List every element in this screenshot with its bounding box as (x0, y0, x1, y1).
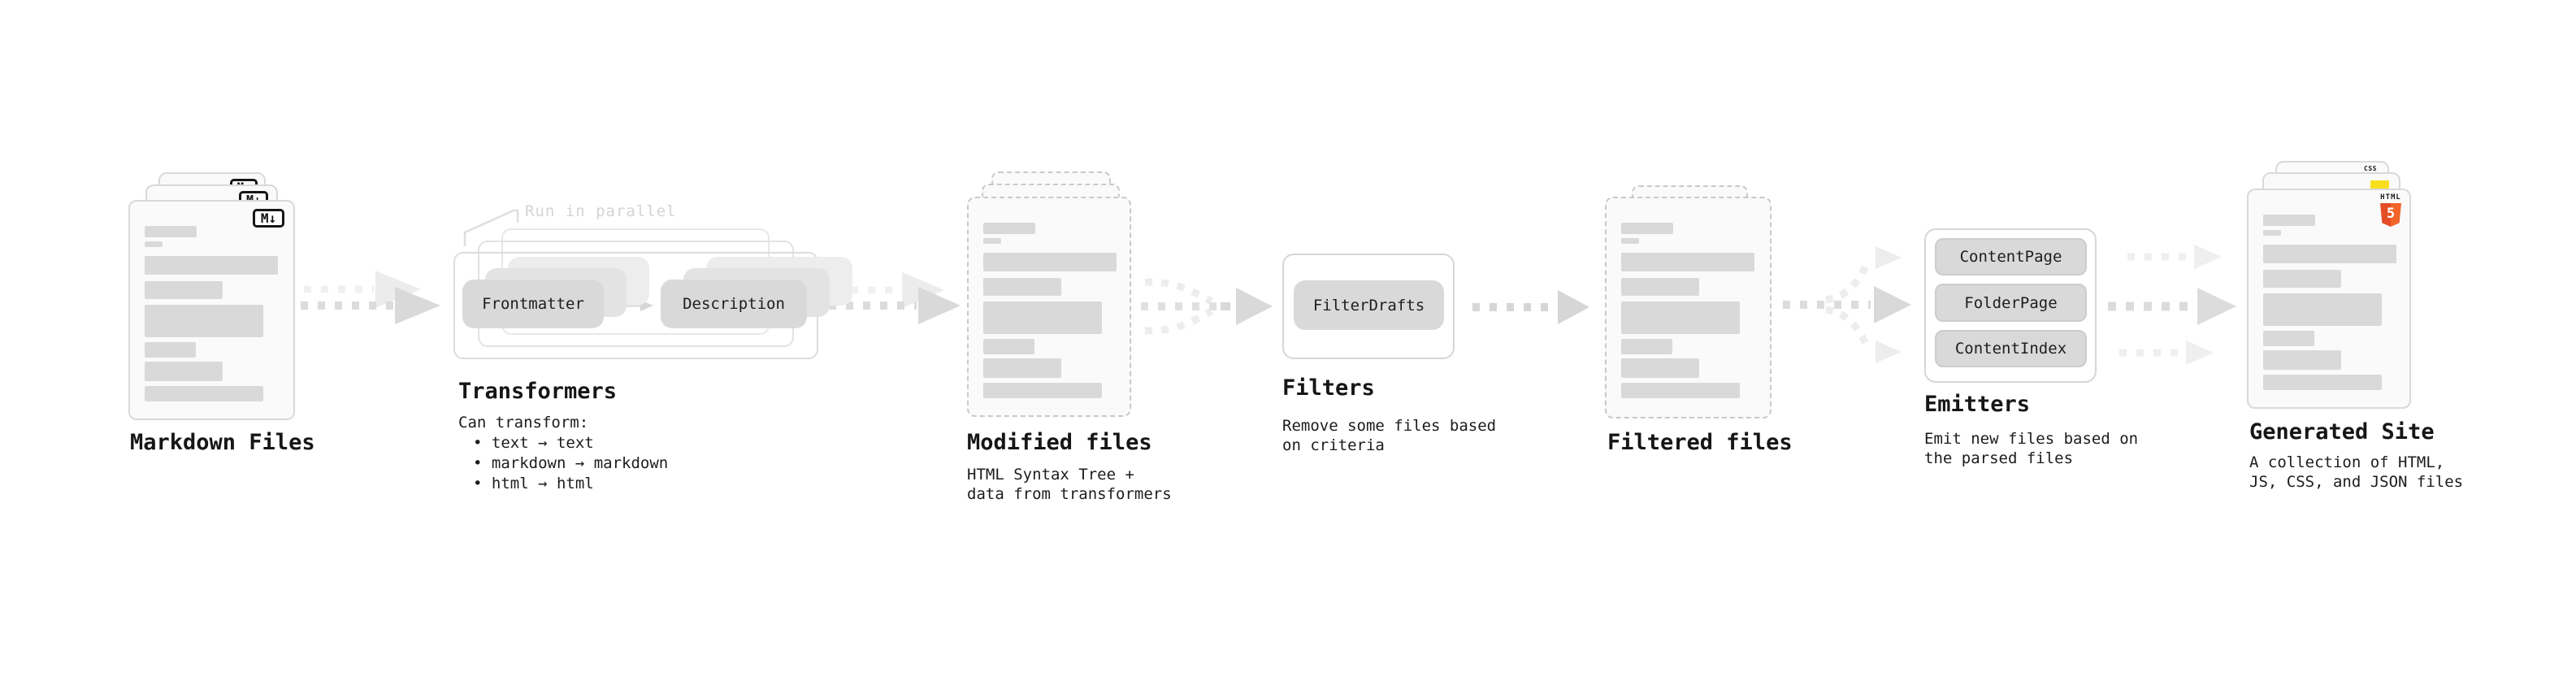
skeleton-bar (983, 223, 1035, 234)
arrow-emitters-to-site-bottom (2119, 340, 2214, 365)
skeleton-bar (1621, 301, 1740, 334)
html5-number: 5 (2386, 205, 2396, 222)
skeleton-bar (1621, 223, 1673, 234)
modified-file-card-front (967, 197, 1131, 417)
skeleton-bar (2263, 270, 2341, 288)
skeleton-bar (2263, 350, 2341, 370)
arrow-markdown-to-transformers (301, 271, 440, 324)
arrow-filters-to-filtered (1472, 290, 1589, 324)
skeleton-bar (145, 386, 263, 401)
folder-page-pill-label: FolderPage (1964, 293, 2058, 312)
run-in-parallel-note: Run in parallel (525, 202, 677, 220)
skeleton-bar (1621, 358, 1699, 378)
filter-drafts-pill-label: FilterDrafts (1312, 296, 1425, 314)
transform-bullet: • text → text (473, 434, 594, 452)
arrow-emitters-to-site-middle (2108, 288, 2236, 325)
skeleton-bar (145, 305, 263, 337)
frontmatter-pill-label: Frontmatter (482, 295, 584, 313)
description-line: data from transformers (967, 485, 1172, 503)
transformers-description-heading: Can transform: (458, 414, 589, 432)
skeleton-bar (983, 301, 1102, 334)
skeleton-bar (983, 358, 1061, 378)
arrow-emitters-to-site-top (2127, 245, 2222, 269)
markdown-file-card-front: M↓ (128, 200, 295, 420)
skeleton-bar (2263, 230, 2281, 236)
folder-page-pill: FolderPage (1935, 284, 2087, 322)
emitters-description: Emit new files based on the parsed files (1924, 429, 2138, 468)
description-line: JS, CSS, and JSON files (2249, 473, 2464, 491)
filters-description: Remove some files based on criteria (1282, 416, 1496, 455)
description-pill-label: Description (683, 295, 785, 313)
site-file-card-front: HTML 5 (2247, 189, 2411, 409)
arrow-transformers-to-modified (829, 272, 961, 324)
generated-site-description: A collection of HTML, JS, CSS, and JSON … (2249, 453, 2463, 492)
skeleton-bar (2263, 245, 2396, 263)
css-badge-label: CSS (2364, 165, 2377, 172)
skeleton-bar (2263, 215, 2315, 226)
skeleton-bar (983, 278, 1061, 296)
skeleton-bar (2263, 331, 2314, 346)
arrow-modified-to-filters-merge (1141, 278, 1273, 335)
description-line: on criteria (1282, 436, 1385, 454)
modified-files-label: Modified files (967, 430, 1152, 455)
skeleton-bar (983, 383, 1102, 398)
skeleton-bar (2263, 293, 2382, 326)
transform-bullet: • markdown → markdown (473, 454, 669, 472)
skeleton-bar (145, 362, 223, 381)
description-line: A collection of HTML, (2249, 453, 2445, 471)
skeleton-bar (1621, 278, 1699, 296)
description-pill: Description (661, 280, 807, 328)
description-line: the parsed files (1924, 449, 2074, 467)
frontmatter-pill: Frontmatter (462, 280, 604, 328)
content-index-pill: ContentIndex (1935, 330, 2087, 367)
skeleton-bar (145, 281, 223, 299)
skeleton-bar (1621, 253, 1754, 271)
generated-site-label: Generated Site (2249, 419, 2435, 445)
content-page-pill: ContentPage (1935, 238, 2087, 275)
filtered-file-card-front (1605, 197, 1772, 419)
filtered-files-label: Filtered files (1607, 430, 1793, 455)
arrow-filtered-to-emitters-diverge (1783, 246, 1911, 363)
skeleton-bar (2263, 375, 2382, 390)
markdown-icon: M↓ (253, 209, 284, 228)
skeleton-bar (1621, 339, 1672, 354)
skeleton-bar (983, 339, 1034, 354)
html5-shield: 5 (2380, 203, 2401, 227)
emitters-label: Emitters (1924, 392, 2031, 417)
run-in-parallel-leader-line (463, 209, 519, 246)
content-index-pill-label: ContentIndex (1954, 340, 2067, 358)
markdown-badge-label: M↓ (260, 210, 277, 226)
filters-label: Filters (1282, 375, 1375, 401)
markdown-files-label: Markdown Files (130, 430, 315, 455)
transformers-label: Transformers (458, 379, 618, 404)
description-line: Emit new files based on (1924, 430, 2139, 448)
transform-bullet: • html → html (473, 475, 594, 492)
html5-badge-label: HTML (2380, 193, 2401, 202)
skeleton-bar (145, 342, 196, 358)
skeleton-bar (983, 253, 1117, 271)
html5-icon: HTML 5 (2379, 194, 2403, 227)
content-page-pill-label: ContentPage (1959, 248, 2062, 266)
description-line: Remove some files based (1282, 417, 1497, 435)
modified-files-description: HTML Syntax Tree + data from transformer… (967, 465, 1172, 504)
skeleton-bar (145, 256, 278, 275)
js-icon (2370, 180, 2389, 191)
transformers-bullet-list: • text → text • markdown → markdown • ht… (473, 433, 668, 494)
filter-drafts-pill: FilterDrafts (1294, 280, 1444, 330)
skeleton-bar (1621, 383, 1740, 398)
description-line: HTML Syntax Tree + (967, 466, 1134, 484)
skeleton-bar (145, 241, 163, 247)
skeleton-bar (983, 238, 1001, 244)
skeleton-bar (145, 226, 197, 237)
skeleton-bar (1621, 238, 1639, 244)
